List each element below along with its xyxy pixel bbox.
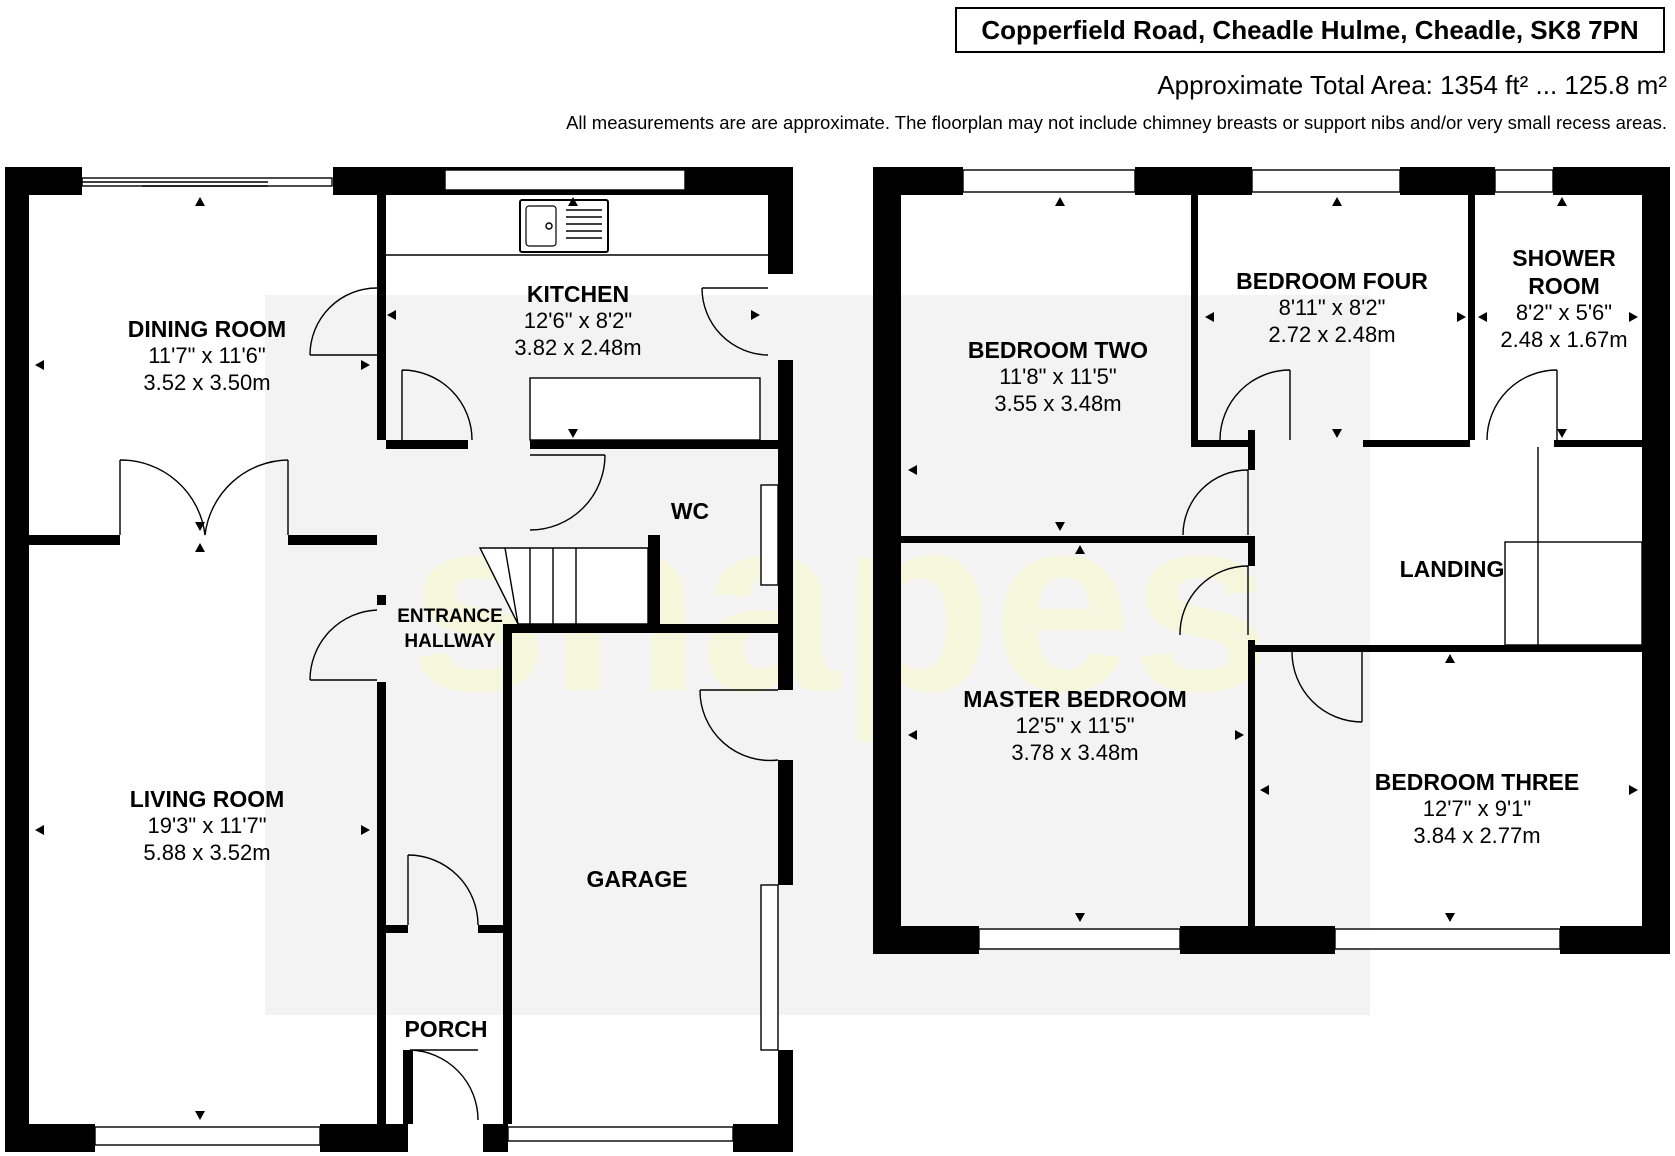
room-label-bedroom-three: BEDROOM THREE 12'7" x 9'1" 3.84 x 2.77m [1375, 768, 1579, 850]
room-label-kitchen: KITCHEN 12'6" x 8'2" 3.82 x 2.48m [514, 280, 641, 362]
room-name: BEDROOM THREE [1374, 769, 1580, 795]
room-label-entrance-hallway: ENTRANCE HALLWAY [397, 605, 503, 654]
room-dim-imperial: 8'11" x 8'2" [1278, 295, 1386, 321]
room-label-bedroom-two: BEDROOM TWO 11'8" x 11'5" 3.55 x 3.48m [968, 336, 1148, 418]
room-label-bedroom-four: BEDROOM FOUR 8'11" x 8'2" 2.72 x 2.48m [1236, 267, 1428, 349]
room-dim-metric: 3.82 x 2.48m [514, 334, 642, 360]
room-name: MASTER BEDROOM [963, 686, 1187, 712]
room-dim-imperial: 12'6" x 8'2" [523, 308, 633, 334]
room-dim-imperial: 12'5" x 11'5" [1015, 713, 1135, 739]
first-floor [873, 167, 1670, 954]
room-label-wc: WC [671, 497, 709, 525]
room-name: GARAGE [586, 866, 688, 892]
room-name: LIVING ROOM [129, 786, 285, 812]
room-label-living-room: LIVING ROOM 19'3" x 11'7" 5.88 x 3.52m [130, 785, 285, 867]
room-dim-metric: 3.52 x 3.50m [143, 369, 271, 395]
watermark-band [265, 295, 1370, 1015]
room-dim-metric: 2.48 x 1.67m [1500, 326, 1628, 352]
room-name-line2: ROOM [1528, 273, 1600, 300]
room-label-dining-room: DINING ROOM 11'7" x 11'6" 3.52 x 3.50m [128, 315, 286, 397]
room-label-landing: LANDING [1400, 555, 1505, 583]
room-dim-metric: 2.72 x 2.48m [1268, 321, 1396, 347]
ground-floor-arrows [35, 197, 760, 1120]
room-dim-metric: 3.84 x 2.77m [1413, 822, 1541, 848]
room-dim-metric: 3.55 x 3.48m [994, 390, 1122, 416]
room-label-master-bedroom: MASTER BEDROOM 12'5" x 11'5" 3.78 x 3.48… [963, 685, 1187, 767]
room-name-line1: SHOWER [1512, 245, 1616, 271]
room-dim-imperial: 11'7" x 11'6" [148, 343, 266, 369]
disclaimer: All measurements are are approximate. Th… [566, 112, 1667, 133]
total-area: Approximate Total Area: 1354 ft² ... 125… [1157, 70, 1667, 100]
ground-floor-details [81, 169, 779, 1146]
room-dim-metric: 5.88 x 3.52m [143, 839, 271, 865]
room-name-line2: HALLWAY [404, 630, 496, 652]
room-label-garage: GARAGE [587, 865, 688, 893]
first-floor-details [962, 169, 1643, 950]
room-name: DINING ROOM [127, 316, 287, 342]
room-name-line1: ENTRANCE [397, 606, 503, 627]
room-name: BEDROOM FOUR [1236, 268, 1428, 294]
room-name: KITCHEN [526, 281, 630, 307]
room-dim-metric: 3.78 x 3.48m [1011, 739, 1139, 765]
room-dim-imperial: 8'2" x 5'6" [1515, 300, 1613, 326]
address: Copperfield Road, Cheadle Hulme, Cheadle… [981, 14, 1639, 45]
room-dim-imperial: 12'7" x 9'1" [1422, 796, 1532, 822]
room-name: WC [670, 498, 710, 524]
room-name: BEDROOM TWO [967, 337, 1149, 363]
room-label-shower-room: SHOWER ROOM 8'2" x 5'6" 2.48 x 1.67m [1500, 244, 1627, 354]
room-dim-imperial: 11'8" x 11'5" [999, 364, 1117, 390]
room-name: LANDING [1399, 556, 1505, 582]
room-name: PORCH [404, 1016, 488, 1042]
room-label-porch: PORCH [404, 1015, 487, 1043]
room-dim-imperial: 19'3" x 11'7" [147, 813, 267, 839]
address-box: Copperfield Road, Cheadle Hulme, Cheadle… [955, 7, 1665, 53]
first-floor-arrows [908, 197, 1638, 922]
